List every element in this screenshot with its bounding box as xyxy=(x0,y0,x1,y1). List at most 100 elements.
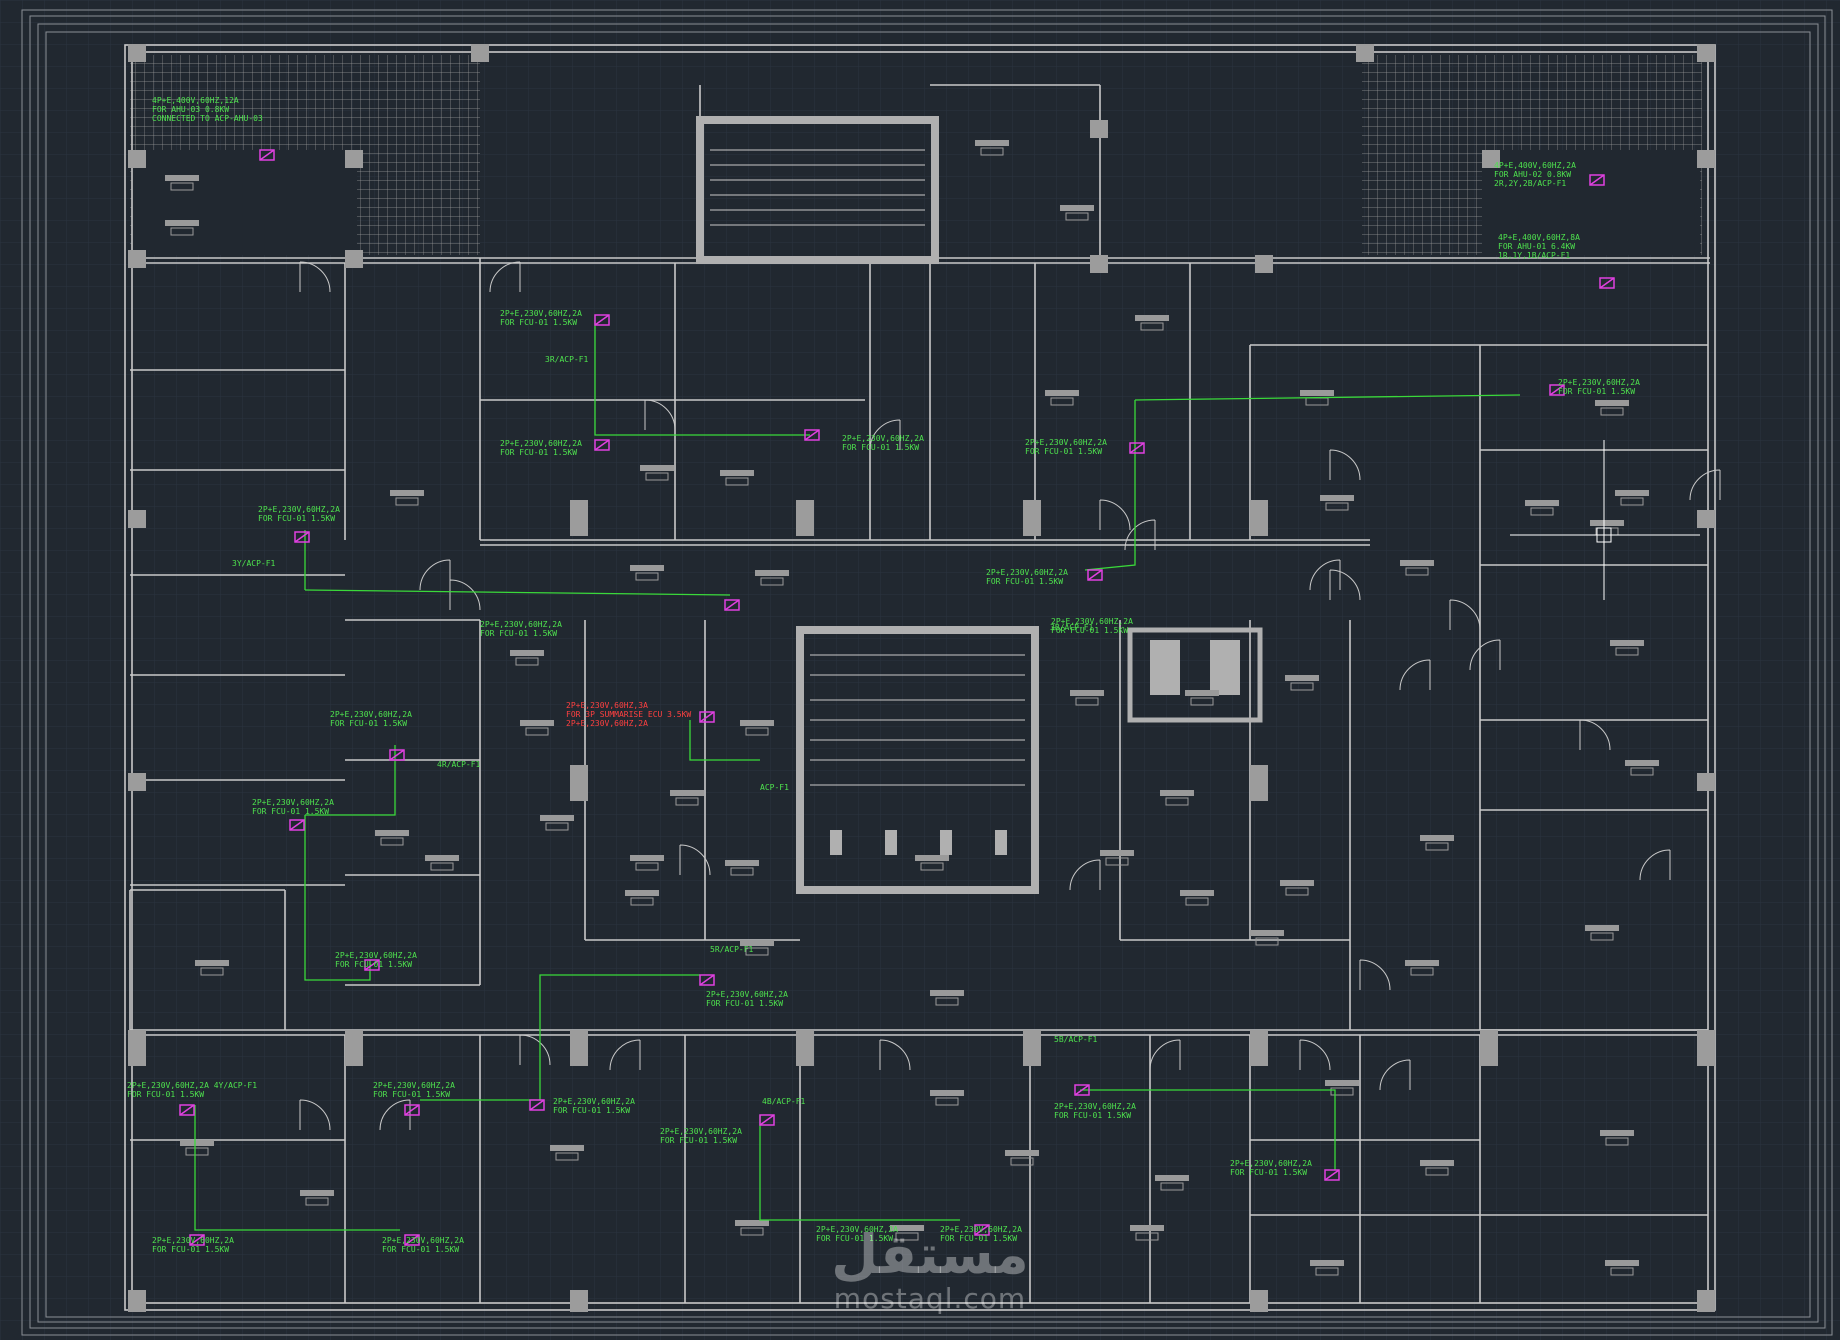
room-tag-bar xyxy=(670,790,704,796)
circuit-label-text: FOR FCU-01 1.5KW xyxy=(1230,1168,1307,1177)
room-tag-box xyxy=(1425,842,1449,851)
panel-marker xyxy=(189,1234,205,1246)
door-swing xyxy=(1379,1059,1411,1091)
room-tag-bar xyxy=(180,1140,214,1146)
room-tag-bar xyxy=(755,570,789,576)
room-tag-box xyxy=(1425,1167,1449,1176)
room-tag-bar xyxy=(1300,390,1334,396)
room-tag-box xyxy=(555,1152,579,1161)
room-tag-box xyxy=(1600,407,1624,416)
room-tag-box xyxy=(1405,567,1429,576)
door-swing xyxy=(1639,849,1671,881)
room-tag-bar xyxy=(520,720,554,726)
door-swing xyxy=(519,1034,551,1066)
circuit-label-text: FOR AHU-02 0.8KW xyxy=(1494,170,1571,179)
circuit-label-text: 2P+E,230V,60HZ,2A xyxy=(330,710,412,719)
door-swing xyxy=(1309,559,1341,591)
circuit-label-text: 2R,2Y,2B/ACP-F1 xyxy=(1494,179,1566,188)
room-tag-bar xyxy=(300,1190,334,1196)
room-tag-box xyxy=(1135,1232,1159,1241)
door-swing xyxy=(1329,569,1361,601)
room-tag-box xyxy=(760,577,784,586)
room-tag-bar xyxy=(1180,890,1214,896)
room-tag-bar xyxy=(425,855,459,861)
panel-marker-slash xyxy=(1074,1084,1090,1096)
circuit-label-text: FOR FCU-01 1.5KW xyxy=(335,960,412,969)
room-tag-box xyxy=(1075,697,1099,706)
room-tag-bar xyxy=(1525,500,1559,506)
circuit-label-text: 2P+E,230V,60HZ,2A xyxy=(480,620,562,629)
room-tag-bar xyxy=(1325,1080,1359,1086)
circuit-label-text: 5B/ACP-F1 xyxy=(1054,1035,1098,1044)
door-swing xyxy=(1069,859,1101,891)
panel-marker xyxy=(759,1114,775,1126)
room-tag-box xyxy=(525,727,549,736)
room-tag-bar xyxy=(1585,925,1619,931)
room-tag-bar xyxy=(630,855,664,861)
circuit-label-text: 2P+E,230V,60HZ,2A xyxy=(1025,438,1107,447)
room-tag-box xyxy=(725,477,749,486)
circuit-label-text: FOR FCU-01 1.5KW xyxy=(986,577,1063,586)
circuit-label-text: FOR FCU-01 1.5KW xyxy=(940,1234,1017,1243)
room-tag-box xyxy=(1050,397,1074,406)
circuit-label-text: FOR FCU-01 1.5KW xyxy=(1025,447,1102,456)
panel-marker xyxy=(404,1234,420,1246)
circuit-label-text: FOR FCU-01 1.5KW xyxy=(382,1245,459,1254)
circuit-label-text: 4P+E,400V,60HZ,2A xyxy=(1494,161,1576,170)
panel-markers xyxy=(179,149,1615,1246)
panel-marker-slash xyxy=(389,749,405,761)
panel-marker-slash xyxy=(1324,1169,1340,1181)
circuit-label-text: 2P+E,230V,60HZ,2A xyxy=(816,1225,898,1234)
room-tag-bar xyxy=(1420,1160,1454,1166)
circuit-label-text: 3Y/ACP-F1 xyxy=(232,559,276,568)
crosshair-cursor[interactable] xyxy=(1510,440,1700,600)
watermark-logo: مستقل xyxy=(831,1223,1029,1286)
circuit-label-text: FOR FCU-01 1.5KW xyxy=(252,807,329,816)
circuit-label-text: 4R/ACP-F1 xyxy=(437,760,481,769)
circuit-label-text: 2P+E,230V,60HZ,2A xyxy=(335,951,417,960)
panel-marker xyxy=(1129,442,1145,454)
fcu-wiring xyxy=(194,320,1521,1231)
room-tag-box xyxy=(920,862,944,871)
room-tag-box xyxy=(1010,1157,1034,1166)
door-swing xyxy=(869,419,901,451)
watermark-site: mostaql.com xyxy=(833,1282,1027,1315)
panel-marker xyxy=(1599,277,1615,289)
panel-marker xyxy=(699,974,715,986)
panel-marker xyxy=(259,149,275,161)
panel-marker-slash xyxy=(404,1104,420,1116)
room-tag-bar xyxy=(165,175,199,181)
columns xyxy=(128,44,1715,1312)
room-tag-box xyxy=(1615,647,1639,656)
panel-marker-slash xyxy=(294,531,310,543)
red-circuit-label-text: 2P+E,230V,60HZ,2A xyxy=(566,719,648,728)
panel-marker xyxy=(1549,384,1565,396)
room-tag-box xyxy=(170,227,194,236)
room-tag-bar xyxy=(1590,520,1624,526)
room-tag-bar xyxy=(740,720,774,726)
circuit-label-text: FOR FCU-01 1.5KW xyxy=(258,514,335,523)
terrace-hatch xyxy=(130,55,1702,255)
room-tag-box xyxy=(1410,967,1434,976)
panel-marker xyxy=(529,1099,545,1111)
circuit-label-text: FOR FCU-01 1.5KW xyxy=(706,999,783,1008)
room-tag-bar xyxy=(1320,495,1354,501)
circuit-label-text: FOR FCU-01 1.5KW xyxy=(373,1090,450,1099)
panel-marker xyxy=(594,439,610,451)
panel-marker xyxy=(1087,569,1103,581)
door-swing xyxy=(1689,469,1721,501)
circuit-label-text: 2P+E,230V,60HZ,2A xyxy=(500,309,582,318)
panel-marker xyxy=(1074,1084,1090,1096)
panel-marker xyxy=(179,1104,195,1116)
room-tag-bar xyxy=(1595,400,1629,406)
room-tag-box xyxy=(745,947,769,956)
drawing-border xyxy=(21,9,1833,1336)
door-swing xyxy=(1099,499,1131,531)
room-tag-box xyxy=(1605,1137,1629,1146)
circuit-label-text: FOR FCU-01 1.5KW xyxy=(1051,626,1128,635)
circuit-label-text: 3R/ACP-F1 xyxy=(545,355,589,364)
